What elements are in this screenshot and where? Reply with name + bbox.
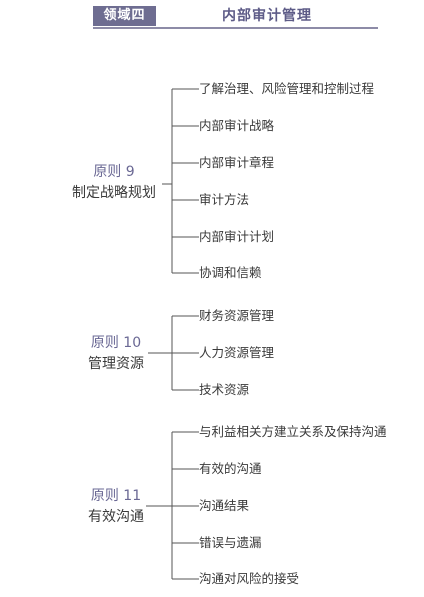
header-underline bbox=[93, 27, 378, 29]
principle-number: 原则 9 bbox=[93, 164, 135, 180]
principle-10-node: 原则 10 管理资源 bbox=[80, 333, 152, 375]
principle-number: 原则 11 bbox=[90, 488, 142, 504]
list-item: 了解治理、风险管理和控制过程 bbox=[199, 81, 375, 96]
list-item: 内部审计计划 bbox=[199, 229, 275, 244]
domain-title: 内部审计管理 bbox=[222, 8, 312, 24]
list-item: 错误与遗漏 bbox=[199, 535, 262, 550]
principle-11-node: 原则 11 有效沟通 bbox=[80, 486, 152, 528]
domain-header: 领域四 内部审计管理 bbox=[93, 6, 378, 29]
list-item: 内部审计战略 bbox=[199, 118, 275, 133]
list-item: 技术资源 bbox=[199, 382, 250, 397]
list-item: 财务资源管理 bbox=[199, 308, 275, 323]
list-item: 与利益相关方建立关系及保持沟通 bbox=[199, 424, 387, 439]
principle-title: 有效沟通 bbox=[88, 509, 144, 525]
domain-badge: 领域四 bbox=[93, 6, 156, 26]
list-item: 人力资源管理 bbox=[199, 345, 275, 360]
list-item: 协调和信赖 bbox=[199, 265, 262, 280]
list-item: 沟通结果 bbox=[199, 498, 250, 513]
list-item: 有效的沟通 bbox=[199, 461, 262, 476]
principle-title: 管理资源 bbox=[88, 356, 144, 372]
list-item: 审计方法 bbox=[199, 192, 250, 207]
principle-number: 原则 10 bbox=[90, 335, 142, 351]
list-item: 沟通对风险的接受 bbox=[199, 571, 300, 586]
principle-title: 制定战略规划 bbox=[72, 185, 156, 201]
list-item: 内部审计章程 bbox=[199, 155, 275, 170]
principle-9-node: 原则 9 制定战略规划 bbox=[62, 162, 166, 204]
